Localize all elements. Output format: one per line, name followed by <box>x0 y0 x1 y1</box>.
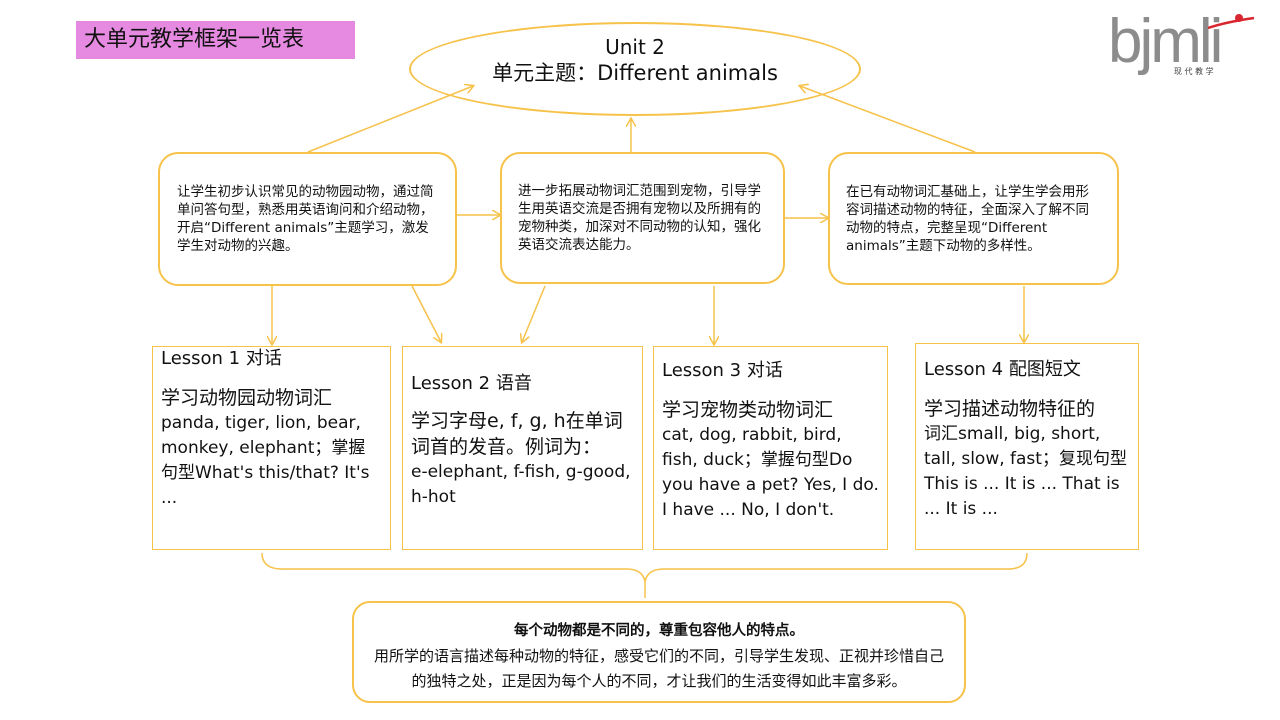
lesson-box-3: Lesson 3 对话 学习宠物类动物词汇 cat, dog, rabbit, … <box>653 346 888 550</box>
goal-text-3: 在已有动物词汇基础上，让学生学会用形容词描述动物的特征，全面深入了解不同动物的特… <box>846 183 1089 254</box>
svg-text:bjmli: bjmli <box>1108 7 1220 76</box>
arrow-goal1-to-lesson2 <box>411 285 441 342</box>
arrow-goal2-to-lesson2 <box>522 285 546 342</box>
summary-body: 用所学的语言描述每种动物的特征，感受它们的不同，引导学生发现、正视并珍惜自己的独… <box>373 647 944 690</box>
goal-box-3: 在已有动物词汇基础上，让学生学会用形容词描述动物的特征，全面深入了解不同动物的特… <box>828 152 1119 285</box>
arrow-goal1-to-unit <box>307 86 473 153</box>
goal-text-1: 让学生初步认识常见的动物园动物，通过简单问答句型，熟悉用英语询问和介绍动物，开启… <box>177 184 434 254</box>
lesson-box-2: Lesson 2 语音 学习字母e, f, g, h在单词词首的发音。例词为： … <box>402 346 643 550</box>
lesson-title-1: Lesson 1 对话 <box>161 348 282 369</box>
unit-theme-ellipse: Unit 2 单元主题：Different animals <box>409 22 861 116</box>
lesson-body-3: cat, dog, rabbit, bird, fish, duck；掌握句型D… <box>662 425 879 520</box>
summary-box: 每个动物都是不同的，尊重包容他人的特点。 用所学的语言描述每种动物的特征，感受它… <box>352 601 966 703</box>
lesson-box-4: Lesson 4 配图短文 学习描述动物特征的 词汇small, big, sh… <box>915 343 1139 550</box>
lesson-body-4: 词汇small, big, short, tall, slow, fast；复现… <box>924 424 1127 519</box>
lesson-body-2: e-elephant, f-fish, g-good, h-hot <box>411 462 631 507</box>
unit-number: Unit 2 <box>605 35 665 59</box>
arrow-goal3-to-unit <box>800 86 976 153</box>
lesson-body-1: panda, tiger, lion, bear, monkey, elepha… <box>161 413 370 508</box>
summary-heading: 每个动物都是不同的，尊重包容他人的特点。 <box>514 623 804 639</box>
lesson-title-2: Lesson 2 语音 <box>411 373 532 394</box>
lesson-subtitle-1: 学习动物园动物词汇 <box>161 387 333 409</box>
lesson-title-3: Lesson 3 对话 <box>662 360 783 381</box>
unit-theme: 单元主题：Different animals <box>492 61 778 85</box>
lesson-subtitle-3: 学习宠物类动物词汇 <box>662 399 834 421</box>
goal-text-2: 进一步拓展动物词汇范围到宠物，引导学生用英语交流是否拥有宠物以及所拥有的宠物种类… <box>518 183 761 253</box>
page-title: 大单元教学框架一览表 <box>76 21 355 59</box>
goal-box-2: 进一步拓展动物词汇范围到宠物，引导学生用英语交流是否拥有宠物以及所拥有的宠物种类… <box>500 152 785 284</box>
lesson-box-1: Lesson 1 对话 学习动物园动物词汇 panda, tiger, lion… <box>152 346 391 550</box>
bottom-brace <box>261 552 1028 583</box>
lesson-subtitle-2: 学习字母e, f, g, h在单词词首的发音。例词为： <box>411 410 623 458</box>
lesson-title-4: Lesson 4 配图短文 <box>924 359 1081 380</box>
goal-box-1: 让学生初步认识常见的动物园动物，通过简单问答句型，熟悉用英语询问和介绍动物，开启… <box>158 152 457 286</box>
svg-text:现 代 教 学: 现 代 教 学 <box>1174 66 1214 76</box>
lesson-subtitle-4: 学习描述动物特征的 <box>924 398 1096 420</box>
bjmli-logo: bjmli 现 代 教 学 <box>1108 7 1255 76</box>
